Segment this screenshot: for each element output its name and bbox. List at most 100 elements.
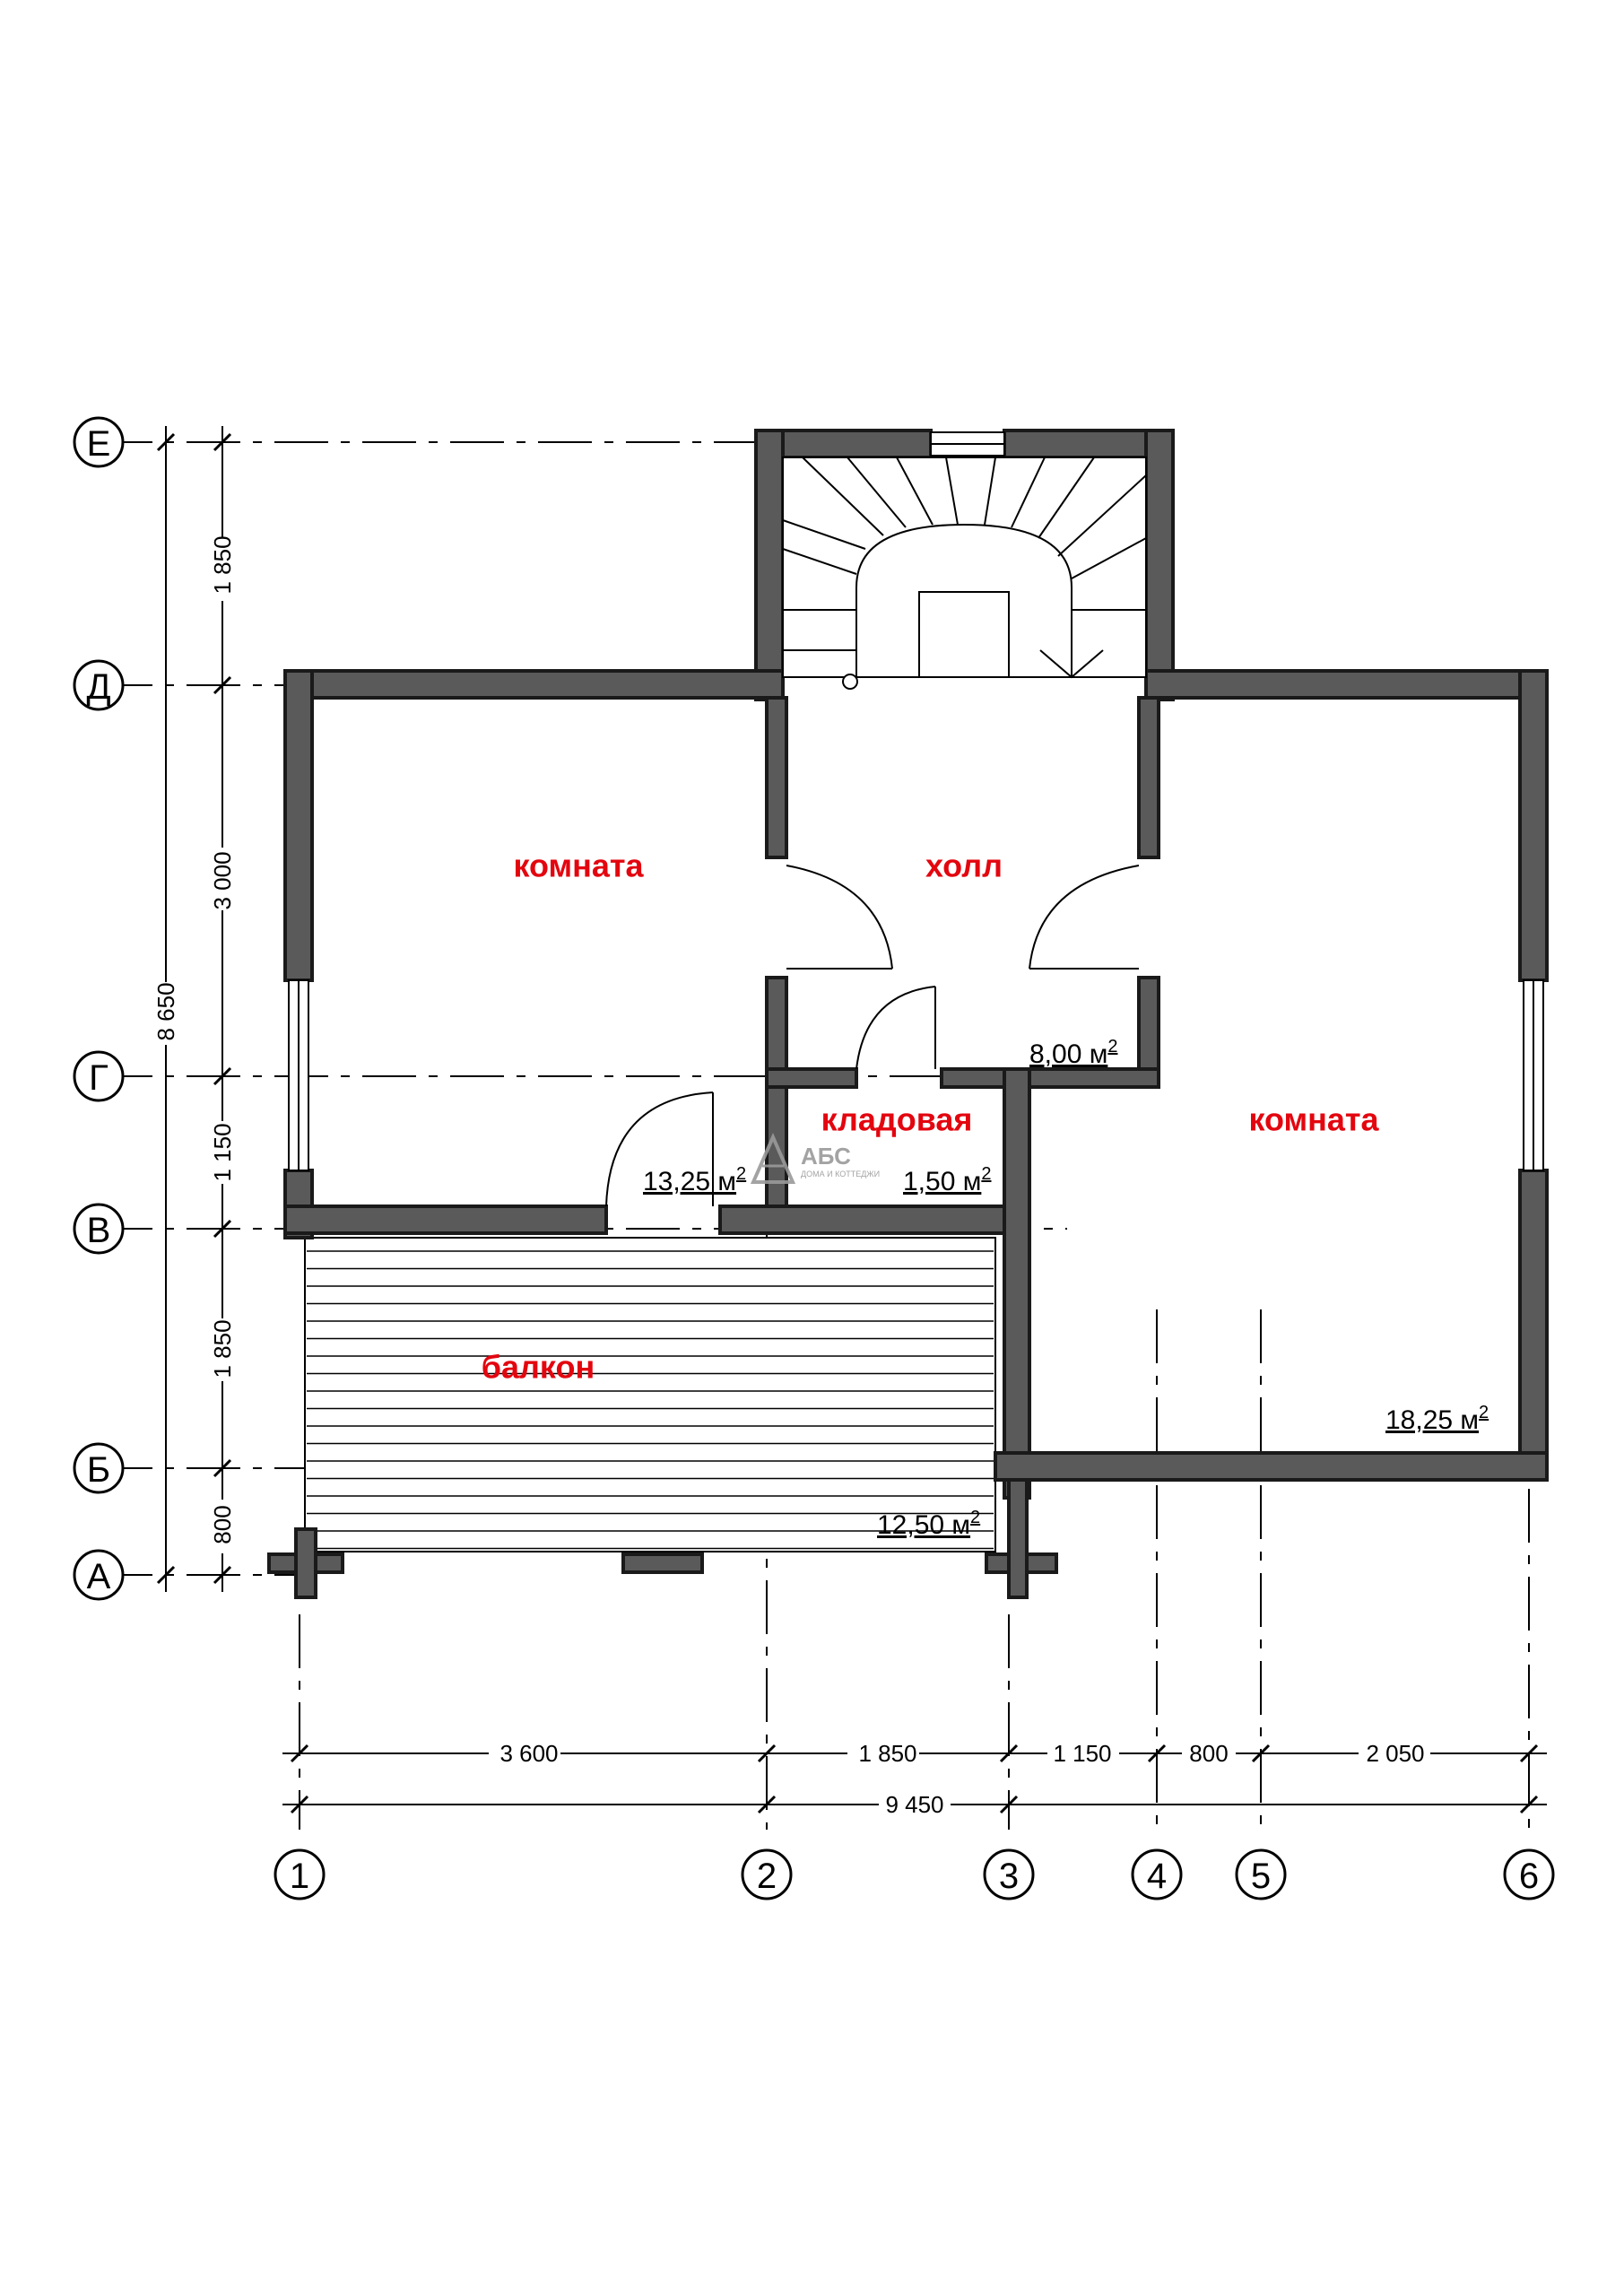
wall-hall-right bbox=[1137, 696, 1160, 859]
step-2 bbox=[782, 519, 866, 550]
dim-h-5: 2 050 bbox=[1366, 1740, 1424, 1767]
axis-bubble-V bbox=[73, 1203, 125, 1255]
axis-label-6: 6 bbox=[1519, 1857, 1539, 1896]
wall-top-left bbox=[283, 669, 785, 700]
dim-bg-1 bbox=[208, 538, 237, 601]
dim-tick bbox=[757, 1795, 777, 1814]
axis-bubble-G bbox=[73, 1050, 125, 1102]
dim-h-bg-total bbox=[879, 1791, 951, 1818]
step-10 bbox=[1057, 474, 1147, 557]
wall-storage-left bbox=[765, 976, 788, 1231]
axis-bubble-E bbox=[73, 416, 125, 468]
dim-h-bg-4 bbox=[1182, 1740, 1236, 1767]
dim-tick bbox=[1147, 1744, 1167, 1763]
room-name-left: комната bbox=[513, 848, 644, 884]
axis-label-1: 1 bbox=[290, 1857, 309, 1896]
dim-tick bbox=[213, 1066, 232, 1086]
dim-h-total: 9 450 bbox=[885, 1791, 943, 1818]
dim-tick bbox=[213, 1219, 232, 1239]
door-storage-arc bbox=[855, 986, 936, 1070]
dim-h-3: 1 150 bbox=[1053, 1740, 1111, 1767]
area-labels: 13,25 м2 8,00 м2 1,50 м2 18,25 м2 12,50 … bbox=[643, 1037, 1489, 1540]
step-6 bbox=[945, 457, 959, 526]
post-middle bbox=[621, 1552, 704, 1574]
dim-h-bg-3 bbox=[1047, 1740, 1119, 1767]
dim-v-3: 1 150 bbox=[209, 1123, 236, 1181]
dim-tick bbox=[213, 1565, 232, 1585]
axis-bubble-A bbox=[73, 1549, 125, 1601]
room-name-hall: холл bbox=[925, 848, 1003, 884]
dim-bg-5 bbox=[208, 1500, 237, 1553]
dim-v-total: 8 650 bbox=[152, 982, 179, 1040]
wall-storage-top-right bbox=[940, 1067, 1160, 1089]
room-name-storage: кладовая bbox=[821, 1101, 973, 1138]
dim-tick bbox=[999, 1795, 1019, 1814]
walls bbox=[267, 429, 1549, 1599]
axis-label-G: Г bbox=[89, 1058, 109, 1098]
dimensions-horizontal: 3 600 1 850 1 150 800 2 050 9 450 bbox=[282, 1740, 1547, 1818]
dim-bg-4 bbox=[208, 1318, 237, 1381]
area-hall: 8,00 м2 bbox=[1029, 1037, 1117, 1069]
dim-bg-2 bbox=[208, 848, 237, 910]
area-balcony: 12,50 м2 bbox=[877, 1508, 980, 1540]
axis-label-5: 5 bbox=[1251, 1857, 1271, 1896]
axis-bubble-D bbox=[73, 659, 125, 711]
dim-tick bbox=[1519, 1744, 1539, 1763]
wall-balcony-right bbox=[718, 1205, 1018, 1235]
dim-tick bbox=[1251, 1744, 1271, 1763]
axis-label-A: А bbox=[87, 1557, 111, 1596]
dim-tick bbox=[213, 675, 232, 695]
doors bbox=[605, 865, 1140, 1207]
axis-bubble-3 bbox=[983, 1848, 1035, 1900]
area-right-room: 18,25 м2 bbox=[1385, 1403, 1489, 1435]
axis-label-B: Б bbox=[87, 1450, 110, 1490]
dim-h-bg-5 bbox=[1359, 1740, 1430, 1767]
axis-bubble-2 bbox=[741, 1848, 793, 1900]
axis-bubble-1 bbox=[274, 1848, 326, 1900]
dim-bg-3 bbox=[208, 1121, 237, 1184]
area-storage: 1,50 м2 bbox=[903, 1164, 991, 1196]
balcony-deck bbox=[304, 1237, 996, 1552]
stair-icon bbox=[782, 457, 1147, 690]
step-11 bbox=[1071, 537, 1147, 579]
dimensions-vertical: 1 850 3 000 1 150 1 850 800 8 650 bbox=[152, 426, 237, 1592]
axis-bubbles-numbers: 1 2 3 4 5 6 bbox=[274, 1848, 1555, 1900]
dim-h-2: 1 850 bbox=[858, 1740, 916, 1767]
post-right-v bbox=[1007, 1478, 1029, 1599]
step-7 bbox=[984, 457, 996, 526]
axis-bubbles-letters: Е Д Г В Б А bbox=[73, 416, 125, 1601]
dim-tick bbox=[999, 1744, 1019, 1763]
step-3 bbox=[802, 457, 884, 536]
room-labels: комната холл кладовая комната балкон bbox=[482, 848, 1380, 1386]
axis-label-4: 4 bbox=[1147, 1857, 1167, 1896]
wall-right-upper bbox=[1518, 669, 1549, 982]
wall-top-right bbox=[1144, 669, 1549, 700]
axis-label-2: 2 bbox=[757, 1857, 777, 1896]
dim-ticks-vertical bbox=[156, 432, 232, 1585]
dim-tick bbox=[156, 432, 176, 452]
room-name-balcony: балкон bbox=[482, 1349, 595, 1386]
dim-v-1: 1 850 bbox=[209, 535, 236, 594]
wall-right-lower bbox=[1518, 1169, 1549, 1482]
logo-title: АБС bbox=[801, 1143, 851, 1170]
dim-tick bbox=[290, 1795, 309, 1814]
axis-label-V: В bbox=[87, 1211, 111, 1250]
dim-v-5: 800 bbox=[209, 1505, 236, 1544]
dim-h-bg-2 bbox=[847, 1740, 919, 1767]
abs-logo-icon: АБС ДОМА И КОТТЕДЖИ bbox=[750, 1133, 880, 1184]
step-8 bbox=[1011, 457, 1046, 528]
stair-start-marker bbox=[842, 674, 858, 690]
dim-bg-total bbox=[152, 982, 180, 1045]
step-5 bbox=[896, 457, 934, 526]
dim-tick bbox=[1519, 1795, 1539, 1814]
dim-tick bbox=[213, 1458, 232, 1478]
post-left-v bbox=[294, 1527, 317, 1599]
axis-label-D: Д bbox=[86, 667, 110, 707]
wall-storage-top-left bbox=[765, 1067, 858, 1089]
wall-right-room-bottom bbox=[994, 1451, 1549, 1482]
logo-subtitle: ДОМА И КОТТЕДЖИ bbox=[801, 1170, 880, 1178]
dim-tick bbox=[290, 1744, 309, 1763]
step-9 bbox=[1038, 457, 1095, 539]
wall-left-upper bbox=[283, 669, 314, 982]
stair-handrail bbox=[855, 523, 1073, 677]
